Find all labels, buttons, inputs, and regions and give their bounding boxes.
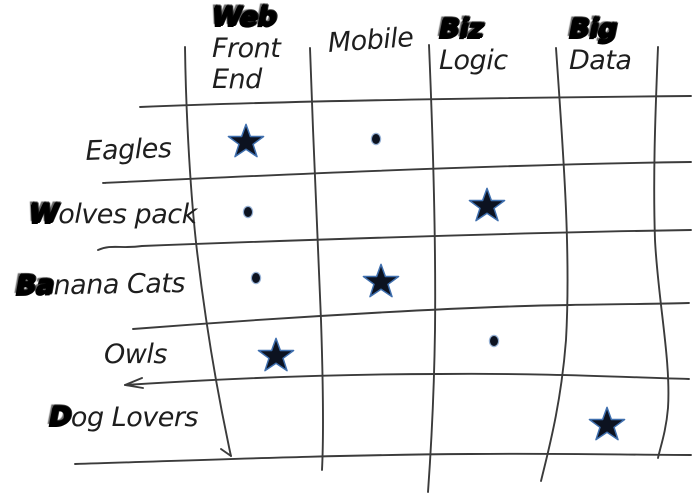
grid-vline [540, 47, 569, 482]
column-header-line: Big [569, 14, 617, 45]
dot-mark-owls-biz-logic [490, 336, 498, 346]
row-label-text: Owls [104, 339, 167, 370]
dot-mark-banana-cats-web-front-end [252, 273, 260, 283]
star-mark-eagles-web-front-end [227, 123, 265, 158]
row-label-inked-prefix: W [29, 199, 59, 230]
row-label-banana-cats: Banana Cats [15, 268, 185, 302]
grid-hline [97, 229, 692, 251]
row-label-owls: Owls [104, 339, 167, 370]
column-header-line: Mobile [326, 22, 415, 59]
star-mark-banana-cats-mobile [362, 263, 400, 298]
column-header-line: Front [212, 33, 281, 64]
column-header-line: Biz [439, 14, 484, 45]
row-label-inked-prefix: D [49, 402, 71, 433]
column-header-line: Web [212, 2, 277, 33]
column-header-line: Logic [439, 45, 508, 76]
column-header-line: End [212, 64, 262, 95]
grid-hline [139, 95, 692, 108]
star-mark-dog-lovers-big-data [588, 406, 626, 441]
dot-mark-eagles-mobile [372, 134, 380, 144]
grid-vline [184, 46, 232, 457]
row-label-text: og Lovers [70, 402, 199, 433]
grid-hline [74, 452, 692, 465]
grid-hline [102, 161, 692, 184]
grid-vline [427, 44, 437, 493]
grid-vline-hook [220, 448, 232, 457]
grid-hline-arrowhead [124, 377, 144, 389]
row-label-text: olves pack [58, 199, 197, 230]
row-label-text: nana Cats [53, 268, 186, 302]
grid-vline [309, 47, 325, 471]
dot-mark-wolves-pack-web-front-end [244, 207, 252, 217]
row-label-text: Eagles [84, 133, 172, 167]
row-label-eagles: Eagles [85, 133, 172, 167]
grid-vline [653, 46, 670, 459]
column-header-mobile: Mobile [327, 22, 415, 59]
star-mark-owls-web-front-end [257, 337, 295, 372]
row-label-inked-prefix: Ba [15, 270, 54, 302]
grid-hline [132, 302, 690, 330]
row-label-wolves-pack: Wolves pack [29, 199, 197, 230]
grid-hline [124, 372, 690, 386]
star-mark-wolves-pack-biz-logic [468, 187, 506, 222]
row-label-dog-lovers: Dog Lovers [49, 402, 198, 433]
column-header-line: Data [569, 45, 632, 76]
